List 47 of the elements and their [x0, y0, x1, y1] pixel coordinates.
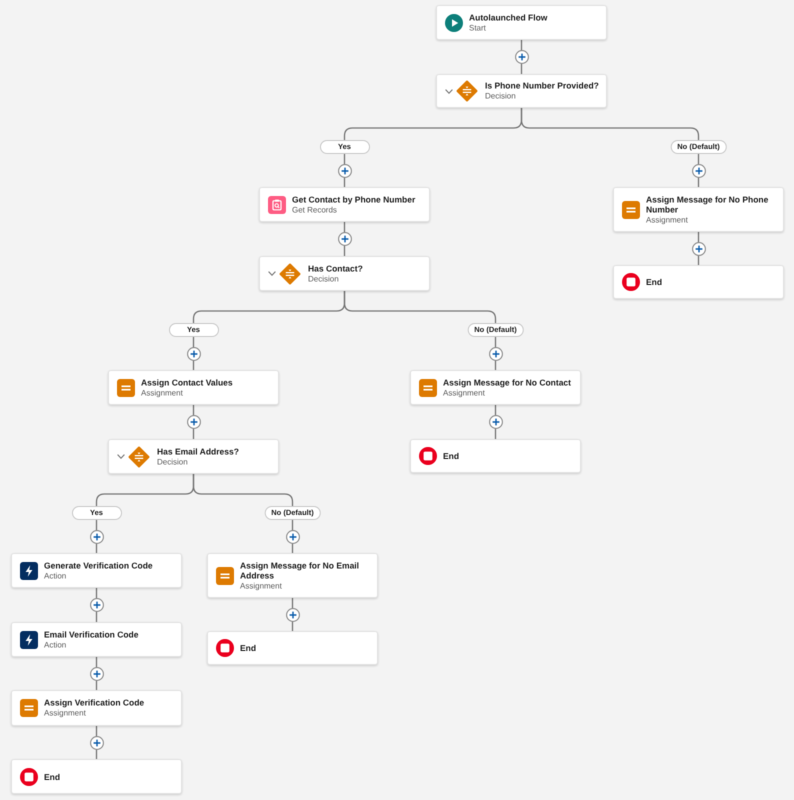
flow-element-card	[11, 553, 182, 588]
flow-element-card	[207, 631, 378, 665]
flow-element-card	[613, 187, 784, 232]
element-type-label: Start	[469, 23, 486, 33]
flow-element-card	[410, 439, 581, 473]
element-type-label: Decision	[308, 274, 339, 284]
element-type-label: Decision	[485, 92, 516, 102]
flow-element-card	[410, 370, 581, 405]
element-title: Email Verification Code	[44, 629, 138, 639]
flow-element-card	[207, 553, 378, 598]
flow-element-card	[436, 74, 607, 108]
connector-line	[520, 108, 700, 187]
connector-line	[192, 474, 294, 553]
element-title: Assign Verification Code	[44, 698, 144, 708]
element-type-label: Action	[44, 640, 66, 650]
element-title: Get Contact by Phone Number	[292, 194, 416, 204]
element-title: Is Phone Number Provided?	[485, 80, 599, 90]
flow-element-card	[108, 439, 279, 474]
element-title: Has Contact?	[308, 263, 363, 273]
connector-line	[344, 291, 496, 370]
element-title: Generate Verification Code	[44, 560, 153, 570]
element-title: Assign Contact Values	[141, 377, 233, 387]
element-title: Assign Message for No Contact	[443, 377, 571, 387]
element-type-label: Assignment	[646, 215, 688, 225]
flow-element-card	[11, 690, 182, 726]
element-title: End	[240, 643, 256, 653]
flow-element-card	[259, 256, 430, 291]
flow-element-card	[11, 759, 182, 794]
flow-element-card	[11, 622, 182, 657]
element-type-label: Get Records	[292, 205, 337, 215]
element-title: Has Email Address?	[157, 446, 239, 456]
flow-element-card	[613, 265, 784, 299]
element-type-label: Assignment	[443, 388, 485, 398]
flow-element-card	[259, 187, 430, 222]
element-title: Assign Message for No Email Address	[240, 560, 360, 580]
element-title: End	[443, 451, 460, 461]
element-title: End	[44, 772, 60, 782]
flow-element-card	[108, 370, 279, 405]
flow-element-card	[436, 5, 607, 40]
element-title: Assign Message for No Phone Number	[646, 194, 770, 214]
element-type-label: Assignment	[240, 581, 282, 591]
element-title: End	[646, 277, 662, 287]
element-type-label: Assignment	[44, 708, 86, 718]
element-type-label: Decision	[157, 457, 188, 467]
element-type-label: Action	[44, 571, 66, 581]
element-title: Autolaunched Flow	[469, 12, 548, 22]
element-type-label: Assignment	[141, 388, 183, 398]
